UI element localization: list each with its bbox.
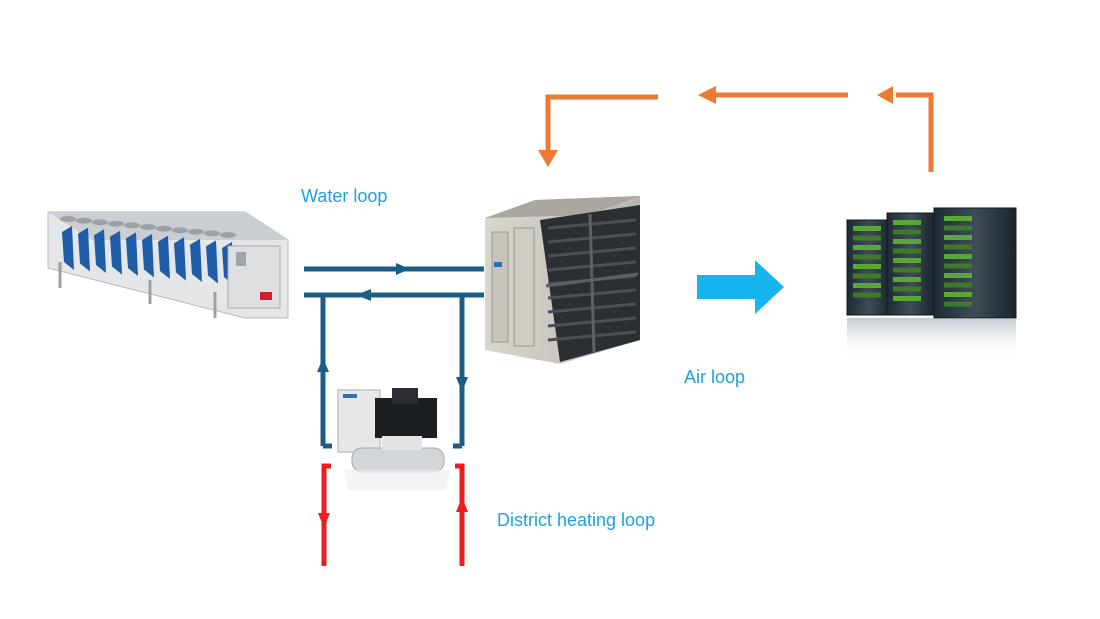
fan-icon <box>92 219 108 226</box>
server-unit <box>893 239 921 244</box>
fan-icon <box>108 220 124 227</box>
server-unit <box>944 301 972 307</box>
coil-fin-icon <box>94 229 106 273</box>
server-unit <box>853 283 881 288</box>
exhaust-arrowhead-2 <box>698 86 716 104</box>
heat-pump-drop-arrowhead <box>456 377 468 392</box>
server-unit <box>944 235 972 240</box>
air-handling-unit-icon <box>485 196 640 364</box>
server-unit <box>893 248 921 254</box>
server-unit <box>853 292 881 298</box>
server-unit <box>853 245 881 250</box>
coil-fin-icon <box>206 240 218 284</box>
server-unit <box>893 258 921 263</box>
fan-icon <box>60 216 76 222</box>
district-heating-loop-label: District heating loop <box>497 510 656 530</box>
exhaust-arrowhead-1 <box>877 86 893 104</box>
server-unit <box>893 220 921 225</box>
server-unit <box>944 225 972 231</box>
supply-air-arrow <box>697 260 784 314</box>
server-unit <box>893 267 921 273</box>
server-unit <box>853 264 881 269</box>
coil-fin-icon <box>158 235 170 279</box>
server-unit <box>944 244 972 250</box>
fan-icon <box>204 230 220 237</box>
coil-fin-icon <box>62 226 74 270</box>
coil-fin-icon <box>174 237 186 281</box>
fan-icon <box>140 224 156 230</box>
server-unit <box>893 286 921 292</box>
server-unit <box>853 235 881 241</box>
exhaust-air-loop <box>538 86 934 172</box>
water-return-arrowhead <box>356 289 371 301</box>
server-unit <box>944 216 972 221</box>
filter-slat <box>547 330 637 342</box>
filter-slat <box>547 218 637 230</box>
fan-icon <box>188 228 204 235</box>
fan-icon <box>220 232 236 238</box>
filter-divider <box>588 213 596 353</box>
server-racks-icon <box>846 207 1017 358</box>
server-unit <box>893 277 921 282</box>
fan-icon <box>124 222 140 229</box>
fan-icon <box>156 225 172 232</box>
water-loop-label: Water loop <box>301 186 388 206</box>
heat-pump-riser-arrowhead <box>317 358 329 372</box>
server-unit <box>853 226 881 231</box>
water-loop-lines <box>304 263 484 449</box>
server-unit <box>893 296 921 301</box>
air-cooled-chiller-icon <box>47 211 289 319</box>
server-unit <box>944 263 972 269</box>
server-unit <box>944 292 972 297</box>
server-unit <box>944 254 972 259</box>
coil-fin-icon <box>126 232 138 276</box>
district-down-arrowhead <box>318 513 330 528</box>
fan-icon <box>76 217 92 224</box>
district-heating-lines <box>318 463 468 566</box>
server-unit <box>944 282 972 288</box>
air-loop-label: Air loop <box>684 367 746 387</box>
server-unit <box>853 273 881 279</box>
fan-icon <box>172 227 188 234</box>
exhaust-arrowhead-3 <box>538 150 558 167</box>
filter-divider <box>545 272 639 288</box>
server-unit <box>944 273 972 278</box>
district-up-arrowhead <box>456 497 468 512</box>
coil-fin-icon <box>78 227 90 272</box>
coil-fin-icon <box>142 234 154 278</box>
coil-fin-icon <box>190 238 202 282</box>
water-supply-arrowhead <box>396 263 410 275</box>
server-unit <box>853 254 881 260</box>
server-unit <box>893 229 921 235</box>
heat-pump-icon <box>337 388 450 490</box>
coil-fin-icon <box>110 230 122 275</box>
